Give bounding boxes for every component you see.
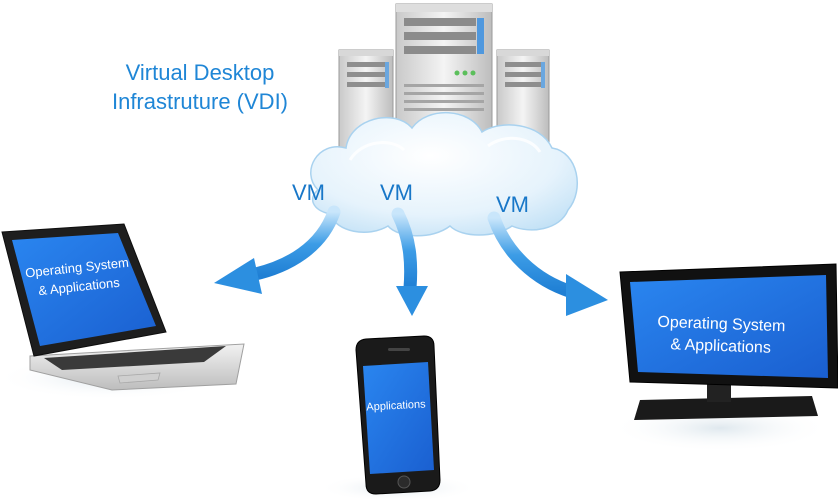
title-line-2: Infrastruture (VDI) — [111, 89, 289, 114]
vm-label-2: VM — [380, 180, 413, 205]
title-line-1: Virtual Desktop — [125, 60, 275, 85]
diagram-title: Virtual Desktop Infrastruture (VDI) — [100, 58, 300, 116]
tv-screen-text: Operating System & Applications — [635, 311, 806, 361]
vm-label-1: VM — [292, 180, 325, 205]
cloud-icon — [310, 112, 578, 237]
vm-label-3: VM — [496, 192, 529, 217]
laptop-icon — [1, 223, 245, 391]
phone-icon — [355, 335, 441, 495]
arrow-to-phone — [391, 207, 428, 316]
arrow-to-laptop — [214, 205, 341, 294]
tv-icon — [619, 263, 838, 420]
arrow-to-tv — [487, 211, 608, 316]
